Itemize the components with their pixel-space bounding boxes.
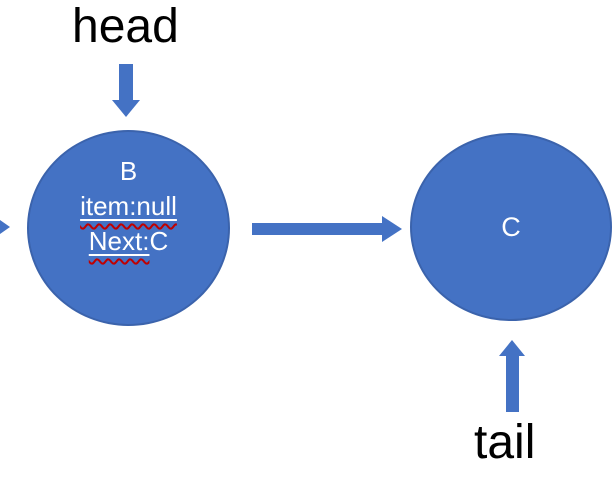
node-b-next-text: Next: (88, 226, 150, 256)
node-c-title: C (501, 211, 521, 242)
node-b-next-field: Next:C (29, 224, 228, 259)
node-C: C (410, 133, 612, 321)
tail-arrow-tip (499, 340, 525, 356)
node-b-item-text: item:null (80, 191, 177, 221)
node-b-item-field: item:null (29, 189, 228, 224)
head-arrow-down-icon (112, 64, 140, 117)
node-B: B item:null Next:C (27, 130, 230, 326)
tail-arrow-shaft (506, 356, 519, 412)
bc-arrow-shaft (252, 223, 382, 235)
node-b-title: B (119, 156, 138, 186)
head-arrow-shaft (119, 64, 133, 100)
tail-arrow-up-icon (499, 340, 526, 412)
head-pointer-label: head (72, 0, 179, 53)
head-arrow-tip (112, 100, 140, 117)
node-b-next-target: C (149, 226, 169, 256)
b-to-c-arrow-icon (252, 216, 402, 242)
incoming-arrowhead-icon (0, 220, 10, 234)
tail-pointer-label: tail (474, 416, 536, 469)
bc-arrow-tip (382, 216, 402, 242)
